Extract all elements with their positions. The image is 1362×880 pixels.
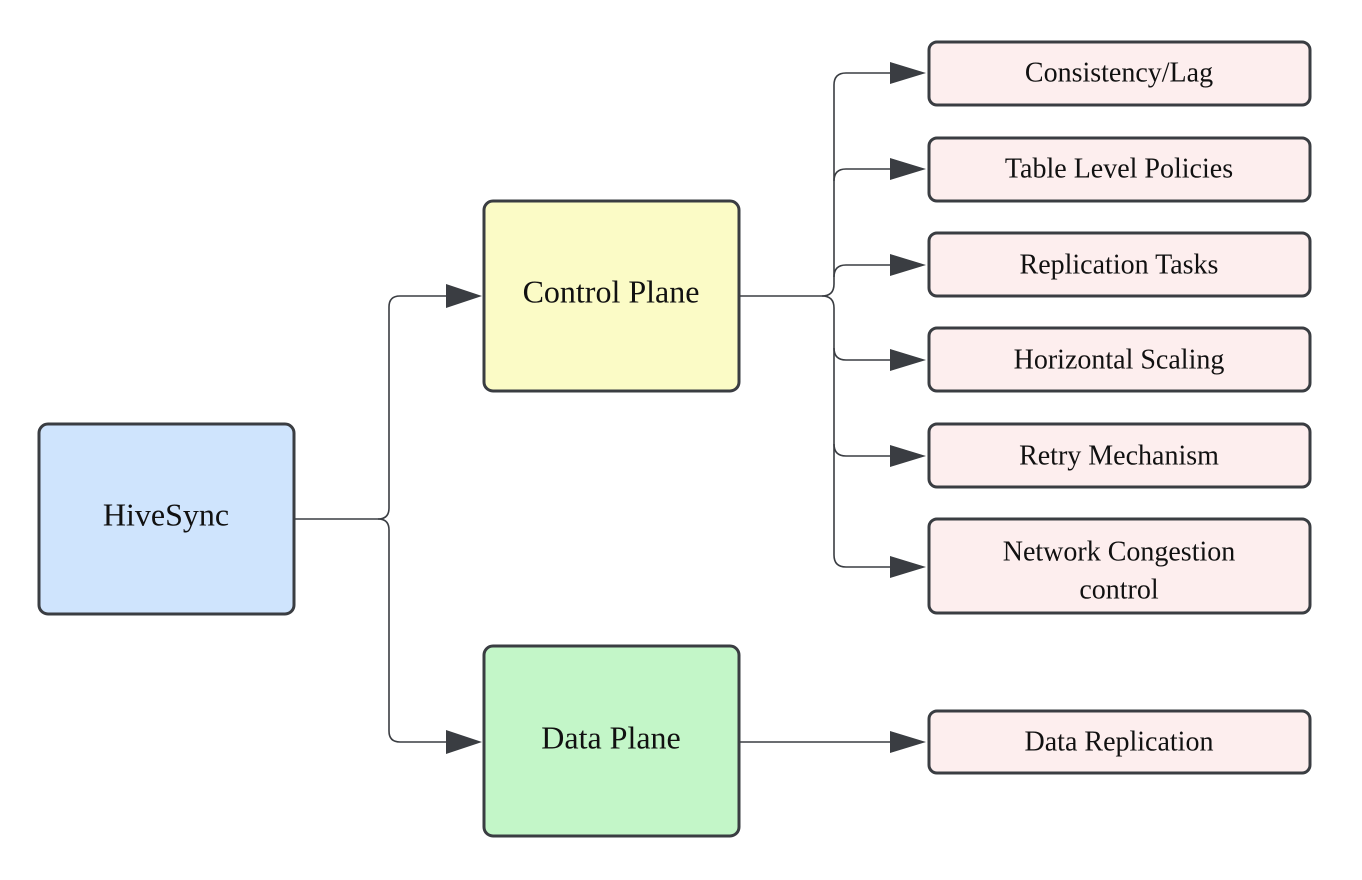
data-replication-label: Data Replication: [1025, 726, 1214, 757]
control-plane-box: [482, 199, 741, 393]
control-plane-label: Control Plane: [523, 273, 700, 309]
data-replication-box: [927, 709, 1312, 775]
arrowhead-network-congestion: [890, 556, 926, 578]
connector-to-horizontal-scaling: [833, 347, 890, 361]
arrowhead-retry-mechanism: [890, 445, 926, 467]
data-plane-box: [482, 644, 741, 838]
connector-root-to-data: [377, 518, 446, 743]
data-plane-label: Data Plane: [541, 719, 681, 755]
arrowhead-data-plane: [446, 730, 482, 754]
arrowhead-replication-tasks: [890, 254, 926, 276]
table-level-policies-node[interactable]: Table Level Policies: [927, 136, 1312, 203]
data-replication-node[interactable]: Data Replication: [927, 709, 1312, 775]
hivesync-node[interactable]: HiveSync: [37, 422, 296, 616]
replication-tasks-label: Replication Tasks: [1020, 249, 1219, 280]
replication-tasks-box: [927, 231, 1312, 298]
arrowhead-horizontal-scaling: [890, 349, 926, 371]
arrowhead-control-plane: [446, 284, 482, 308]
network-congestion-control-box: [927, 517, 1312, 615]
network-congestion-control-label-line-2: control: [1079, 574, 1159, 605]
connector-to-retry-branch: [821, 295, 890, 568]
retry-mechanism-node[interactable]: Retry Mechanism: [927, 422, 1312, 489]
connector-to-replication-tasks: [833, 264, 890, 278]
connector-root-to-control: [295, 295, 446, 520]
hivesync-label: HiveSync: [103, 496, 229, 532]
arrowhead-table-level-policies: [890, 158, 926, 180]
connector-to-table-level-policies: [833, 168, 890, 182]
connector-to-consistency-lag: [821, 72, 890, 297]
control-plane-node[interactable]: Control Plane: [482, 199, 741, 393]
consistency-lag-label: Consistency/Lag: [1025, 57, 1213, 88]
consistency-lag-node[interactable]: Consistency/Lag: [927, 40, 1312, 107]
data-plane-node[interactable]: Data Plane: [482, 644, 741, 838]
horizontal-scaling-box: [927, 326, 1312, 393]
retry-mechanism-label: Retry Mechanism: [1019, 440, 1219, 471]
replication-tasks-node[interactable]: Replication Tasks: [927, 231, 1312, 298]
arrowhead-consistency-lag: [890, 62, 926, 84]
network-congestion-control-label-line-1: Network Congestion: [1003, 536, 1236, 567]
table-level-policies-box: [927, 136, 1312, 203]
retry-mechanism-box: [927, 422, 1312, 489]
connector-to-retry-mechanism: [833, 443, 890, 457]
consistency-lag-box: [927, 40, 1312, 107]
control-plane-connectors: [740, 62, 926, 578]
horizontal-scaling-label: Horizontal Scaling: [1014, 344, 1225, 375]
horizontal-scaling-node[interactable]: Horizontal Scaling: [927, 326, 1312, 393]
hivesync-box: [37, 422, 296, 616]
arrowhead-data-replication: [890, 731, 926, 753]
table-level-policies-label: Table Level Policies: [1005, 153, 1233, 184]
network-congestion-control-node[interactable]: Network Congestion control: [927, 517, 1312, 615]
